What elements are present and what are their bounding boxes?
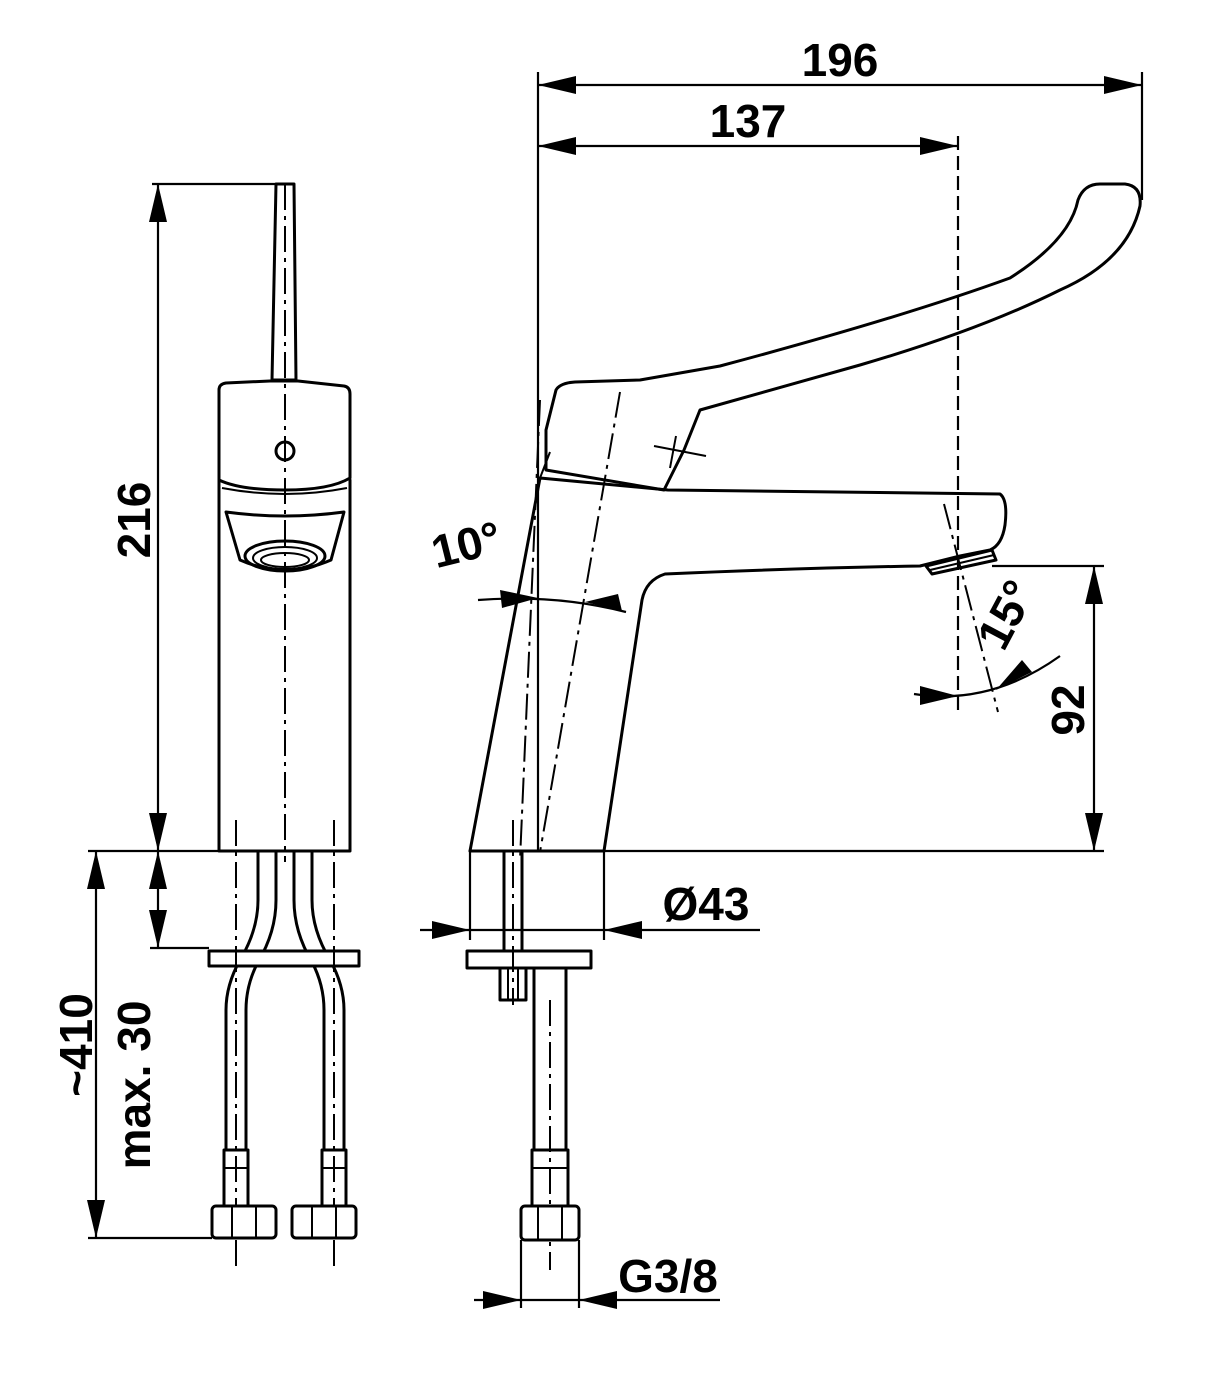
- side-aerator: [924, 548, 998, 576]
- dim-92-arrow-top: [1085, 566, 1103, 604]
- dim-216-arrow-bottom: [149, 813, 167, 851]
- front-body: [217, 478, 352, 853]
- label-outlet-height: 92: [1042, 684, 1094, 735]
- dim-43-arrow-left: [432, 921, 470, 939]
- dim-216-arrow-top: [149, 184, 167, 222]
- label-lever-angle: 10°: [426, 511, 506, 578]
- dim-max30-arrow-bottom: [149, 910, 167, 948]
- front-mounting-plate: [207, 949, 361, 968]
- front-dimensions: 216 max. 30 ~410: [50, 182, 278, 1240]
- front-view: [207, 182, 361, 1268]
- dim-410-arrow-top: [87, 851, 105, 889]
- side-handle-join: [539, 451, 551, 479]
- dim-10deg-arc: [477, 597, 627, 614]
- label-max-thickness: max. 30: [108, 1001, 160, 1170]
- dim-43-arrow-right: [604, 921, 642, 939]
- side-mounting-plate: [465, 949, 593, 970]
- side-view: [465, 182, 1142, 1270]
- front-hose-left: [224, 849, 260, 1152]
- front-hose-right-inner: [310, 849, 346, 1152]
- label-height: 216: [108, 482, 160, 559]
- side-body: [468, 476, 1008, 853]
- side-lever: [544, 182, 1142, 492]
- dim-410-arrow-bottom: [87, 1200, 105, 1238]
- dim-15deg-arrow-right: [996, 660, 1032, 690]
- dim-137-arrow-left: [538, 137, 576, 155]
- side-body-axis: [519, 399, 541, 861]
- dim-10deg-arrow-left: [500, 590, 538, 608]
- front-nut-left: [210, 1204, 278, 1240]
- dim-92-arrow-bottom: [1085, 813, 1103, 851]
- front-handle-cap: [217, 379, 352, 492]
- front-hose-right: [292, 849, 326, 1152]
- dim-15deg-arrow-left: [920, 686, 958, 705]
- label-base-diameter: Ø43: [663, 878, 750, 930]
- dim-196-arrow-right: [1104, 76, 1142, 94]
- dim-10deg-arrow-right: [585, 594, 622, 611]
- dim-137-arrow-right: [920, 137, 958, 155]
- label-spout-reach: 137: [710, 95, 787, 147]
- front-hose-left-inner: [244, 849, 278, 1152]
- label-overall-depth: 196: [802, 34, 879, 86]
- label-connection-thread: G3/8: [618, 1250, 718, 1302]
- dim-g38-arrow-right: [579, 1291, 617, 1309]
- front-nut-right: [290, 1204, 358, 1240]
- label-hose-length: ~410: [50, 993, 102, 1097]
- dim-g38-arrow-left: [483, 1291, 521, 1309]
- side-handle-pivot-2: [669, 435, 677, 469]
- side-spout-axis: [943, 503, 999, 713]
- label-spout-angle: 15°: [967, 572, 1046, 658]
- dim-196-arrow-left: [538, 76, 576, 94]
- side-aerator-groove: [929, 554, 995, 571]
- side-nut: [519, 1204, 581, 1242]
- side-handle-pivot: [653, 445, 707, 457]
- side-body-tilted-axis: [539, 391, 621, 853]
- dim-max30-arrow-top: [149, 851, 167, 889]
